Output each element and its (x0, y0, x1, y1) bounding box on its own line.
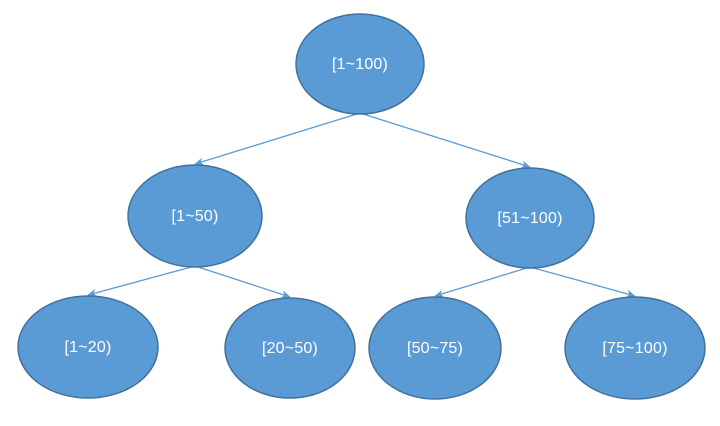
tree-node-label-root: [1~100) (332, 56, 388, 73)
tree-edge-left-to-left-left (87, 265, 196, 297)
tree-edge-right-to-right-left (434, 266, 531, 298)
tree-node-left-right: [20~50) (224, 297, 356, 399)
tree-node-ellipse-left (127, 164, 263, 268)
tree-node-ellipse-right (465, 167, 595, 269)
tree-node-root: [1~100) (295, 13, 425, 115)
tree-node-label-left-right: [20~50) (262, 340, 318, 357)
tree-node-right-left: [50~75) (368, 296, 502, 400)
tree-node-left-left: [1~20) (17, 295, 159, 399)
tree-node-label-right: [51~100) (497, 210, 562, 227)
tree-node-right: [51~100) (465, 167, 595, 269)
tree-node-label-left-left: [1~20) (64, 339, 111, 356)
tree-edge-left-to-left-right (194, 265, 291, 299)
tree-node-ellipse-left-left (17, 295, 159, 399)
tree-edge-right-to-right-right (529, 266, 636, 298)
tree-node-ellipse-root (295, 13, 425, 115)
tree-node-right-right: [75~100) (564, 296, 706, 400)
tree-node-ellipse-right-left (368, 296, 502, 400)
tree-edge-root-to-right (359, 112, 531, 169)
tree-node-ellipse-right-right (564, 296, 706, 400)
tree-node-left: [1~50) (127, 164, 263, 268)
tree-node-label-right-left: [50~75) (407, 340, 463, 357)
tree-edge-root-to-left (194, 112, 361, 166)
tree-node-label-right-right: [75~100) (602, 340, 667, 357)
tree-node-label-left: [1~50) (171, 208, 218, 225)
tree-node-ellipse-left-right (224, 297, 356, 399)
